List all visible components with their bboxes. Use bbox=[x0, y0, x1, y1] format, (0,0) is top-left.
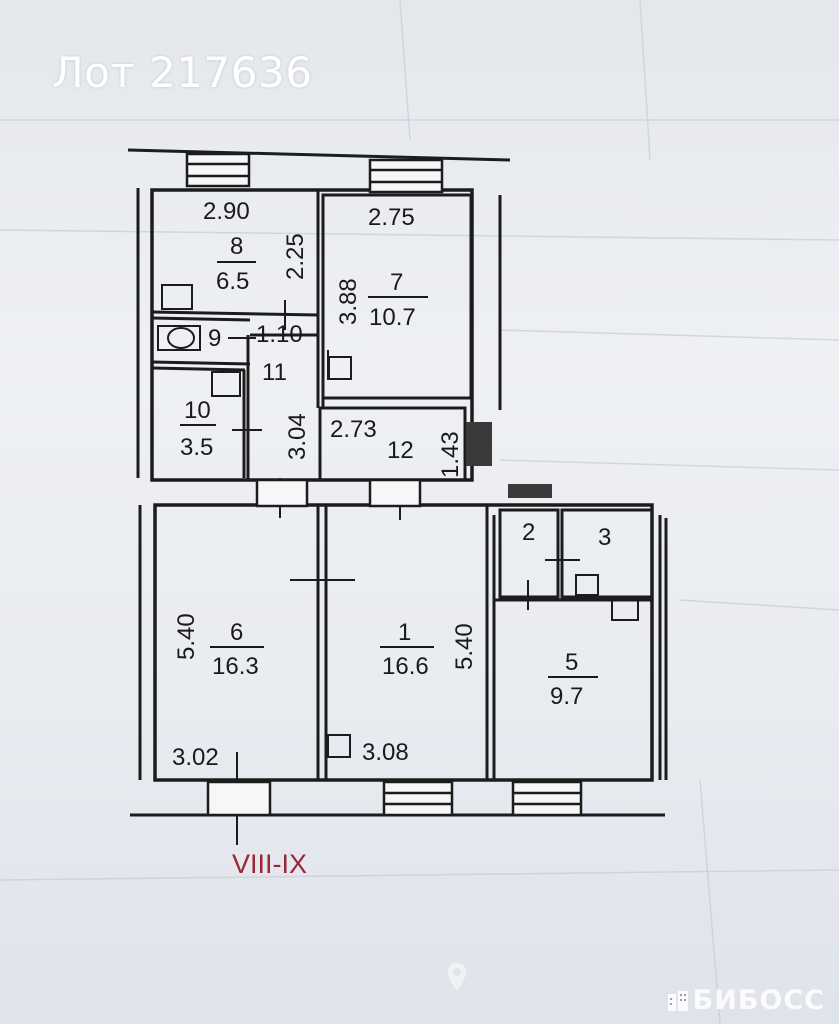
room-7-area: 10.7 bbox=[369, 304, 416, 331]
room-11-number: 11 bbox=[262, 359, 287, 386]
room-12-dim-2: 1.43 bbox=[437, 431, 464, 478]
map-pin-icon bbox=[448, 963, 466, 991]
room-1-dim-1: 5.40 bbox=[451, 623, 478, 670]
room-11-dim: 3.04 bbox=[284, 413, 311, 460]
room-1-number: 1 bbox=[398, 619, 411, 646]
room-5-number: 5 bbox=[565, 649, 578, 676]
room-12-number: 12 bbox=[387, 437, 414, 464]
room-6-area: 16.3 bbox=[212, 653, 259, 680]
riser-icon bbox=[328, 356, 352, 380]
room-6-dim-1: 5.40 bbox=[173, 613, 200, 660]
room-7-dim-1: 2.75 bbox=[368, 204, 415, 231]
room-7-dim-2: 3.88 bbox=[335, 278, 362, 325]
ventilation-shaft bbox=[466, 422, 552, 498]
room-6-number: 6 bbox=[230, 619, 243, 646]
room-1-dim-2: 3.08 bbox=[362, 739, 409, 766]
room-10-area: 3.5 bbox=[180, 434, 213, 461]
room-8-area: 6.5 bbox=[216, 268, 249, 295]
room-6-dim-2: 3.02 bbox=[172, 744, 219, 771]
fixtures bbox=[157, 284, 639, 758]
watermark-brand: БИБОСС bbox=[692, 985, 825, 1016]
watermark: БИБОСС bbox=[667, 985, 825, 1016]
room-8-number: 8 bbox=[230, 233, 243, 260]
riser-icon-2 bbox=[327, 734, 351, 758]
room-8-dim-1: 2.90 bbox=[203, 198, 250, 225]
building-logo-icon bbox=[667, 990, 688, 1011]
lot-title: Лот 217636 bbox=[52, 48, 313, 97]
stove-icon bbox=[611, 599, 639, 621]
sink-icon bbox=[161, 284, 193, 310]
room-labels: 2.90 8 6.5 2.25 2.75 3.88 7 10.7 9 1.10 … bbox=[172, 198, 611, 771]
room-5-area: 9.7 bbox=[550, 683, 583, 710]
room-9-dim: 1.10 bbox=[256, 321, 303, 348]
room-2-number: 2 bbox=[522, 519, 535, 546]
toilet-icon bbox=[167, 327, 195, 349]
section-marker: VIII-IX bbox=[232, 849, 307, 879]
room-10-number: 10 bbox=[184, 397, 211, 424]
room-7-number: 7 bbox=[390, 269, 403, 296]
room-8-dim-2: 2.25 bbox=[282, 233, 309, 280]
room-12-dim-1: 2.73 bbox=[330, 416, 377, 443]
room-9-number: 9 bbox=[208, 325, 221, 352]
sink-icon-2 bbox=[575, 574, 599, 596]
windows bbox=[185, 152, 583, 817]
washbasin-icon bbox=[211, 371, 241, 397]
room-1-area: 16.6 bbox=[382, 653, 429, 680]
room-3-number: 3 bbox=[598, 524, 611, 551]
